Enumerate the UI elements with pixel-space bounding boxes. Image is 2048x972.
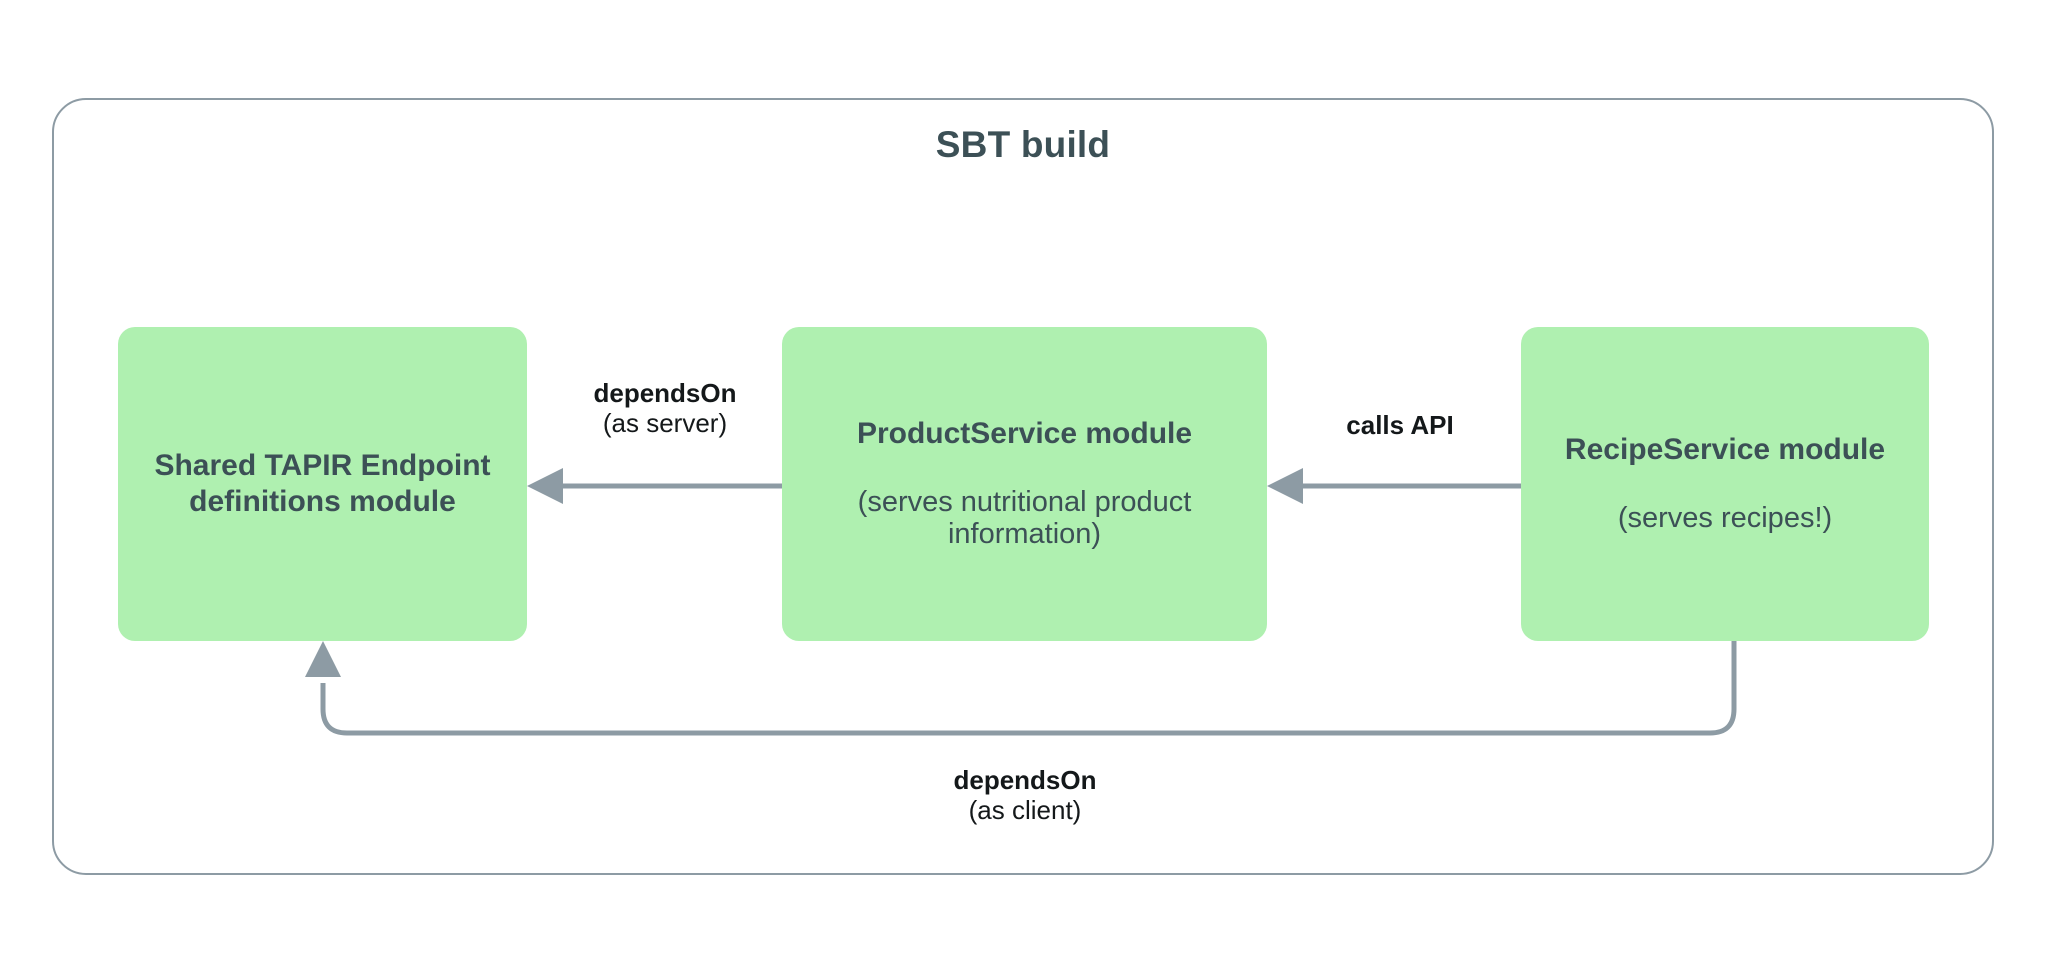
edge-label-weak: (as client) [968, 795, 1082, 826]
node-title: Shared TAPIR Endpoint definitions module [154, 449, 491, 518]
edge-label-strong: calls API [1346, 410, 1454, 440]
page-title: SBT build [935, 124, 1111, 165]
edge-label-strong: dependsOn [953, 765, 1097, 795]
node-title: ProductService module [856, 417, 1193, 451]
edge-label-strong: dependsOn [593, 378, 737, 408]
node-subtitle: (serves nutritional product information) [857, 485, 1192, 550]
edge-label-recipe-calls-product: calls API [1280, 410, 1520, 440]
sbt-build-container: SBT build [52, 98, 1994, 875]
node-subtitle: (serves recipes!) [1617, 501, 1833, 534]
edge-label-recipe-dependson-shared: dependsOn (as client) [800, 765, 1250, 826]
node-shared-tapir[interactable]: Shared TAPIR Endpoint definitions module [118, 327, 527, 641]
edge-label-weak: (as server) [602, 408, 728, 439]
node-title: RecipeService module [1564, 433, 1886, 467]
edge-label-product-dependson-shared: dependsOn (as server) [530, 378, 800, 439]
node-product-service[interactable]: ProductService module (serves nutritiona… [782, 327, 1267, 641]
node-recipe-service[interactable]: RecipeService module (serves recipes!) [1521, 327, 1929, 641]
